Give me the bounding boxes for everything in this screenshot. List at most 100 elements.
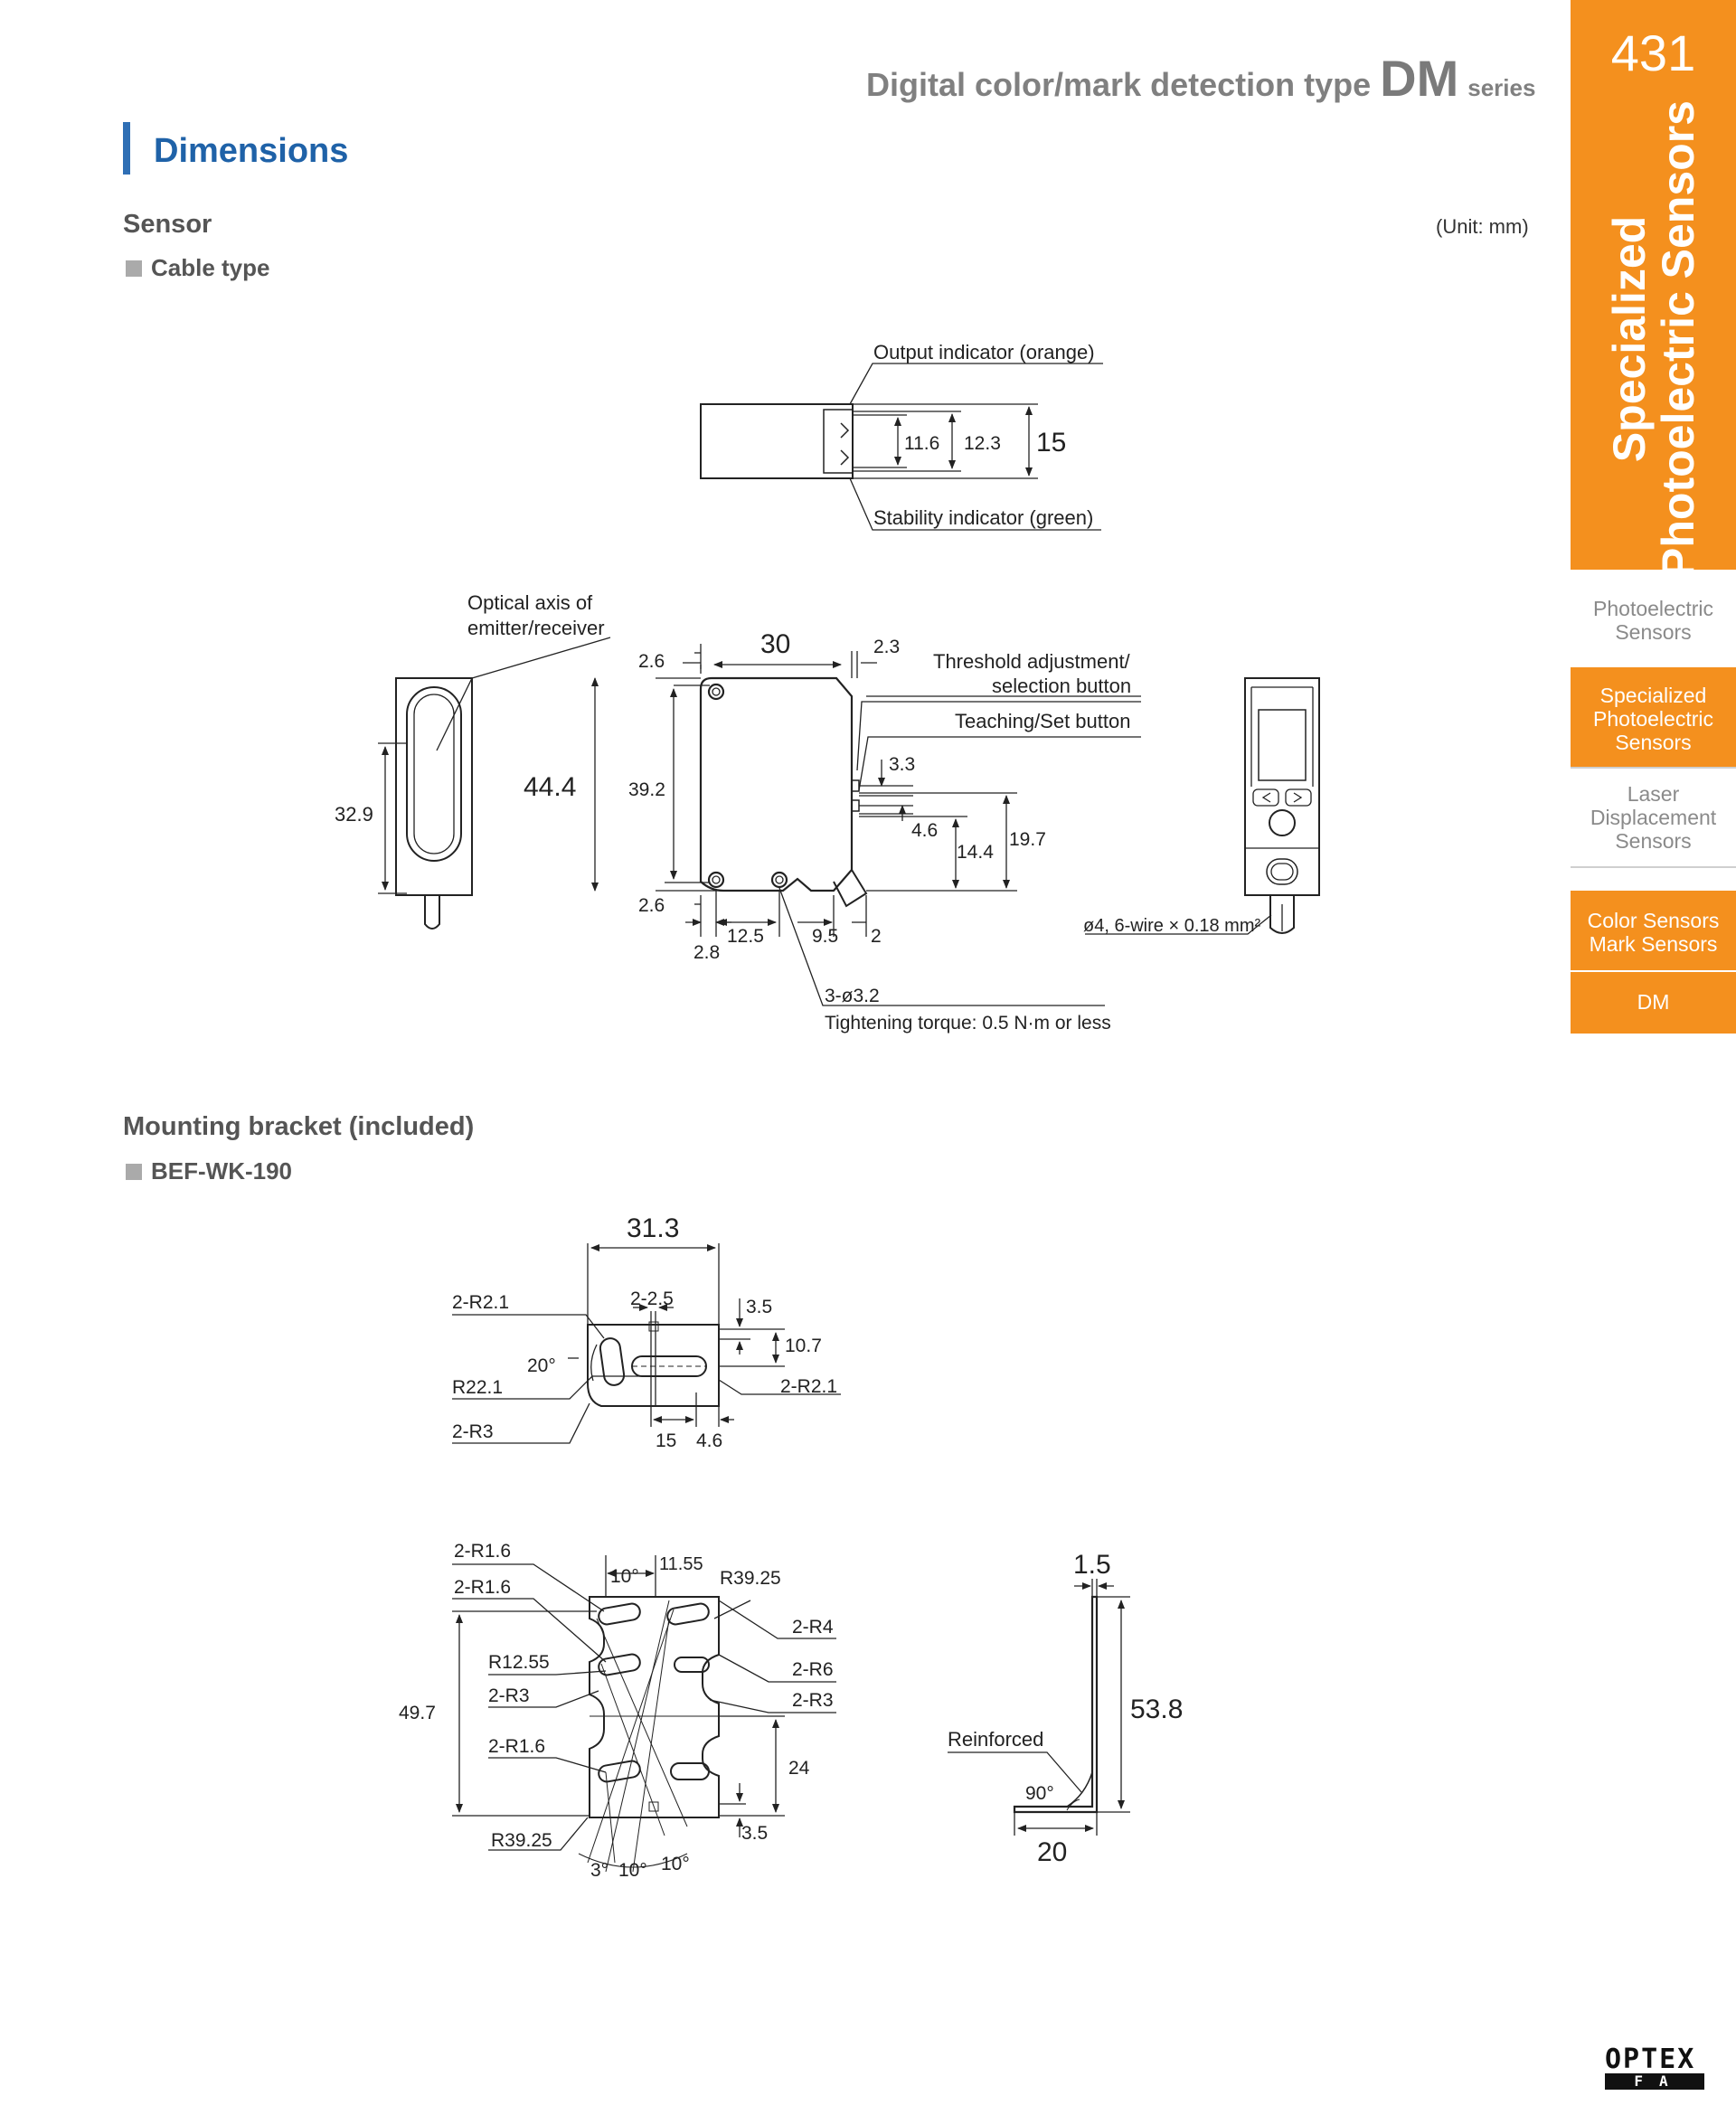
dim-2: 2 <box>871 926 882 947</box>
nav-item-color-mark[interactable]: Color Sensors Mark Sensors <box>1571 891 1736 970</box>
dim-3-3: 3.3 <box>889 754 915 775</box>
label-optical-axis-1: Optical axis of <box>467 591 593 614</box>
dim-19-7: 19.7 <box>1009 829 1046 850</box>
dim-2-6-bottom: 2.6 <box>638 895 665 916</box>
dim-3-5-top: 3.5 <box>746 1297 772 1317</box>
dim-r12-55: R12.55 <box>488 1652 550 1673</box>
dim-2-r3-front-right: 2-R3 <box>792 1690 834 1711</box>
bracket-front-view <box>452 1555 836 1873</box>
dim-2-r3-top: 2-R3 <box>452 1421 494 1442</box>
dim-angle-10-bottom-a: 10° <box>618 1860 647 1881</box>
unit-label: (Unit: mm) <box>1436 215 1529 238</box>
dim-20: 20 <box>1037 1837 1067 1867</box>
dim-4-6-top: 4.6 <box>696 1430 722 1451</box>
series-title-dm: DM <box>1380 50 1459 107</box>
dim-30: 30 <box>760 629 790 659</box>
dim-r39-25-top: R39.25 <box>720 1568 781 1589</box>
dim-2-r2-1-left: 2-R2.1 <box>452 1292 509 1313</box>
dim-1-5: 1.5 <box>1073 1550 1111 1580</box>
series-title-suffix: series <box>1467 74 1536 101</box>
label-teaching: Teaching/Set button <box>955 710 1130 732</box>
dim-2-r3-front-left: 2-R3 <box>488 1685 530 1706</box>
nav-divider <box>1571 866 1736 868</box>
dim-2-r2-1-right: 2-R2.1 <box>780 1376 837 1397</box>
dim-r39-25-bottom: R39.25 <box>491 1830 552 1851</box>
page-number: 431 <box>1610 24 1696 81</box>
dim-39-2: 39.2 <box>628 779 665 800</box>
dim-12-5: 12.5 <box>727 926 764 947</box>
bracket-side-view <box>948 1579 1130 1836</box>
sensor-right-view <box>1085 677 1320 935</box>
dim-53-8: 53.8 <box>1130 1694 1183 1724</box>
nav-item-photoelectric[interactable]: Photoelectric Sensors <box>1593 597 1713 644</box>
series-title: Digital color/mark detection type DM ser… <box>866 49 1535 108</box>
label-reinforced: Reinforced <box>948 1728 1043 1751</box>
dim-2-r6: 2-R6 <box>792 1659 834 1680</box>
section-title: Dimensions <box>154 132 349 170</box>
sensor-front-view <box>591 644 1141 1006</box>
dim-9-5: 9.5 <box>812 926 838 947</box>
dim-2-8: 2.8 <box>693 942 720 963</box>
label-cable: ø4, 6-wire × 0.18 mm² <box>1083 916 1261 936</box>
sensor-left-view <box>378 637 611 930</box>
dim-15: 15 <box>1036 428 1066 458</box>
dim-4-6: 4.6 <box>911 820 938 841</box>
dim-14-4: 14.4 <box>957 842 994 863</box>
dim-angle-20: 20° <box>527 1355 556 1376</box>
sidebar-vertical-title: Specialized Photoelectric Sensors <box>1571 100 1736 578</box>
label-holes: 3-ø3.2 <box>825 986 880 1006</box>
square-bullet-icon <box>126 1164 142 1180</box>
sensor-heading: Sensor <box>123 210 212 239</box>
label-output-indicator: Output indicator (orange) <box>873 341 1095 363</box>
dim-10-7: 10.7 <box>785 1336 822 1356</box>
dim-3-5-front: 3.5 <box>741 1823 768 1844</box>
dim-11-6: 11.6 <box>904 433 939 454</box>
dim-2-r4: 2-R4 <box>792 1617 834 1638</box>
dim-44-4: 44.4 <box>524 772 576 802</box>
dim-angle-3: 3° <box>590 1860 609 1881</box>
label-threshold-1: Threshold adjustment/ <box>933 650 1131 673</box>
sidebar-orange-panel <box>1571 0 1736 570</box>
bracket-top-view <box>452 1243 841 1444</box>
nav-item-laser-displacement[interactable]: Laser Displacement Sensors <box>1590 782 1717 853</box>
dim-2-2-5: 2-2.5 <box>630 1289 674 1309</box>
optex-fa-logo: OPTEX FA <box>1605 2046 1704 2090</box>
dim-2-6-top: 2.6 <box>638 651 665 672</box>
series-title-prefix: Digital color/mark detection type <box>866 66 1372 103</box>
section-accent-bar <box>123 122 130 175</box>
bracket-subheading: BEF-WK-190 <box>126 1157 292 1185</box>
dim-12-3: 12.3 <box>964 433 1001 454</box>
logo-line2: FA <box>1605 2073 1704 2090</box>
label-threshold-2: selection button <box>992 675 1131 697</box>
dim-2-r1-6-b: 2-R1.6 <box>454 1577 511 1598</box>
dim-angle-10-top: 10° <box>610 1566 639 1587</box>
dim-31-3: 31.3 <box>627 1213 679 1243</box>
dim-2-r1-6-a: 2-R1.6 <box>454 1541 511 1562</box>
nav-divider <box>1571 970 1736 972</box>
dim-2-r1-6-c: 2-R1.6 <box>488 1736 545 1757</box>
nav-item-specialized[interactable]: Specialized Photoelectric Sensors <box>1571 667 1736 767</box>
dim-11-55: 11.55 <box>659 1554 703 1574</box>
bracket-heading: Mounting bracket (included) <box>123 1112 475 1141</box>
sensor-subheading-label: Cable type <box>151 254 270 281</box>
dimension-drawings: 11.6 12.3 15 Output indicator (orange) S… <box>335 341 1320 1881</box>
vertical-title-line2: Photoelectric Sensors <box>1652 100 1703 578</box>
label-optical-axis-2: emitter/receiver <box>467 617 605 639</box>
sensor-subheading: Cable type <box>126 254 270 282</box>
nav-item-dm[interactable]: DM <box>1571 972 1736 1034</box>
label-stability-indicator: Stability indicator (green) <box>873 506 1093 529</box>
dim-2-3: 2.3 <box>873 637 900 657</box>
square-bullet-icon <box>126 260 142 277</box>
logo-line1: OPTEX <box>1605 2044 1696 2075</box>
dim-r22-1: R22.1 <box>452 1377 503 1398</box>
dim-49-7: 49.7 <box>399 1703 436 1723</box>
dim-angle-90: 90° <box>1025 1783 1054 1804</box>
label-torque: Tightening torque: 0.5 N·m or less <box>825 1013 1111 1034</box>
dim-24: 24 <box>788 1758 810 1779</box>
vertical-title-line1: Specialized <box>1603 215 1655 463</box>
nav-divider <box>1571 767 1736 769</box>
dim-32-9: 32.9 <box>335 803 373 826</box>
dim-angle-10-bottom-b: 10° <box>661 1854 690 1874</box>
dim-15-top: 15 <box>656 1430 676 1451</box>
bracket-subheading-label: BEF-WK-190 <box>151 1157 293 1185</box>
